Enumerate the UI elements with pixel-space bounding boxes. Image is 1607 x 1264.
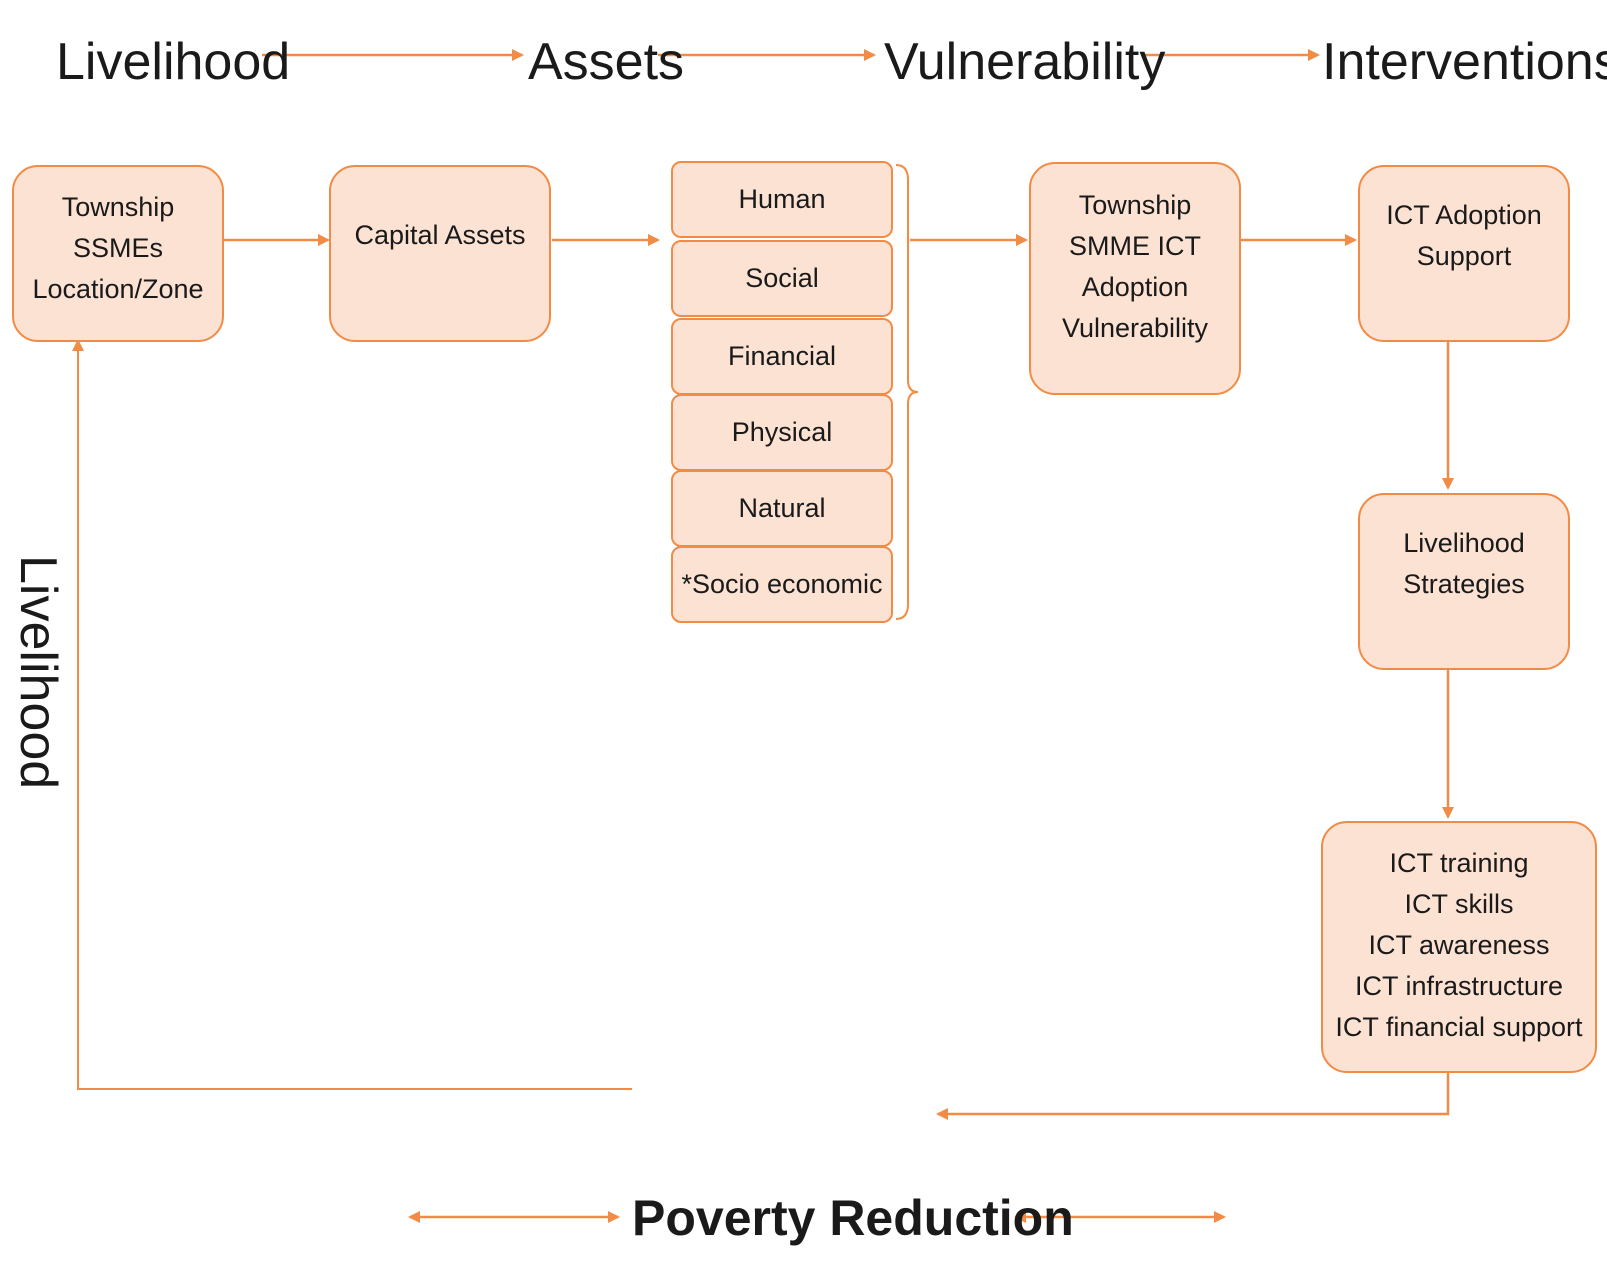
ict-adoption-support-box: ICT Adoption Support xyxy=(1358,165,1570,342)
township-ssmes-box: Township SSMEs Location/Zone xyxy=(12,165,224,342)
box-line: ICT skills xyxy=(1404,889,1514,919)
box-line: ICT infrastructure xyxy=(1354,971,1564,1001)
box-line: Strategies xyxy=(1403,569,1525,599)
header-interventions: Interventions xyxy=(1322,33,1607,91)
smme-vulnerability-box: Township SMME ICT Adoption Vulnerability xyxy=(1029,162,1241,395)
arrow-interventions-return xyxy=(936,1072,1450,1120)
box-line: Vulnerability xyxy=(1061,313,1209,343)
header-livelihood: Livelihood xyxy=(56,33,291,91)
footer-poverty-reduction: Poverty Reduction xyxy=(632,1190,1074,1246)
asset-natural: Natural xyxy=(671,470,893,547)
box-line: Township xyxy=(61,192,175,222)
box-line: Livelihood xyxy=(1403,528,1525,558)
livelihood-strategies-box: Livelihood Strategies xyxy=(1358,493,1570,670)
asset-social: Social xyxy=(671,240,893,317)
side-label-livelihood: Livelihood xyxy=(9,555,67,790)
asset-physical: Physical xyxy=(671,394,893,471)
box-line: ICT awareness xyxy=(1368,930,1550,960)
asset-socio-economic: *Socio economic xyxy=(671,546,893,623)
box-line: Capital Assets xyxy=(354,220,526,250)
asset-human: Human xyxy=(671,161,893,238)
assets-bracket xyxy=(895,164,919,620)
header-assets: Assets xyxy=(528,33,685,91)
asset-financial: Financial xyxy=(671,318,893,395)
box-line: Location/Zone xyxy=(32,274,204,304)
box-line: SSMEs xyxy=(72,233,164,263)
box-line: Support xyxy=(1416,241,1512,271)
arrow-feedback-loop xyxy=(72,339,632,1090)
ict-interventions-box: ICT training ICT skills ICT awareness IC… xyxy=(1321,821,1597,1073)
box-line: Township xyxy=(1078,190,1192,220)
capital-assets-box: Capital Assets xyxy=(329,165,551,342)
box-line: ICT financial support xyxy=(1335,1012,1583,1042)
box-line: ICT Adoption xyxy=(1386,200,1542,230)
box-line: ICT training xyxy=(1389,848,1529,878)
header-vulnerability: Vulnerability xyxy=(884,33,1166,91)
box-line: SMME ICT xyxy=(1069,231,1201,261)
box-line: Adoption xyxy=(1081,272,1189,302)
